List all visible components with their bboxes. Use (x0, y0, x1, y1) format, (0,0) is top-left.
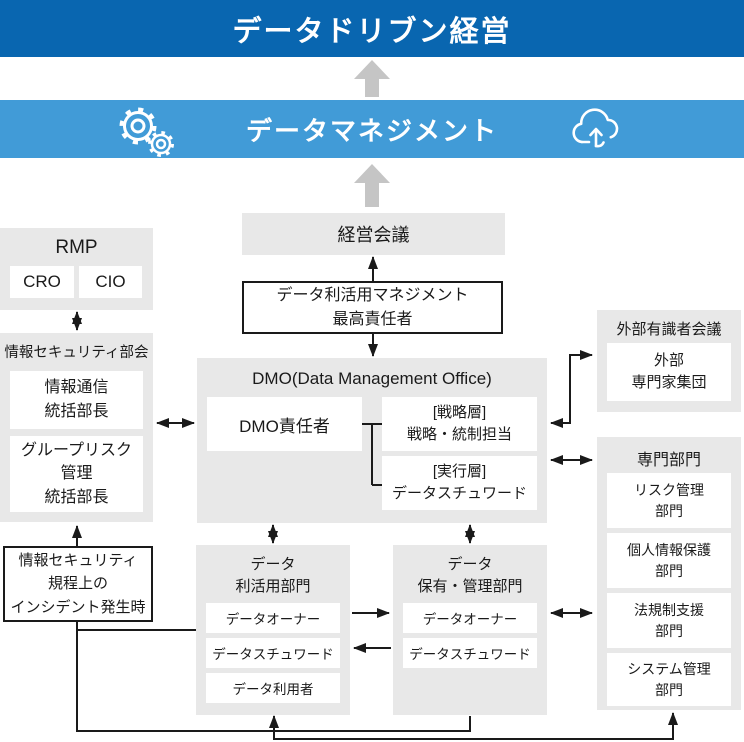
data-hold-steward-label: データスチュワード (409, 647, 531, 662)
data-use-owner-label: データオーナー (225, 612, 321, 627)
incident-line3: インシデント発生時 (10, 598, 146, 616)
info-comm-line2: 統括部長 (44, 403, 109, 420)
connector-dmo-external-council (550, 350, 593, 428)
banner-data-driven-management: データドリブン経営 (0, 0, 744, 57)
data-use-title-line1: データ (250, 556, 296, 573)
group-risk-line2: 管理 (60, 465, 93, 483)
risk-dept-box: リスク管理 部門 (607, 473, 731, 528)
connector-usedept-specialist-route (269, 712, 678, 740)
system-dept-line2: 部門 (655, 681, 683, 698)
cloud-upload-icon (572, 108, 619, 148)
data-hold-dept-title: データ 保有・管理部門 (393, 554, 547, 598)
data-use-steward-label: データスチュワード (212, 647, 334, 662)
cio-box: CIO (79, 266, 142, 298)
group-risk-line3: 統括部長 (44, 488, 109, 506)
data-hold-owner-box: データオーナー (403, 603, 537, 633)
chief-officer-line1: データ利活用マネジメント (276, 286, 469, 304)
flow-arrow-up-top (354, 60, 390, 97)
external-council-title: 外部有識者会議 (616, 321, 722, 338)
data-hold-title-line1: データ (447, 556, 493, 573)
dmo-strategy-line1: [戦略層] (432, 403, 487, 421)
data-hold-steward-box: データスチュワード (403, 638, 537, 668)
group-risk-line1: グループリスク (20, 442, 133, 460)
cro-box: CRO (10, 266, 74, 298)
exec-meeting-box: 経営会議 (242, 213, 505, 255)
dmo-execution-line1: [実行層] (432, 462, 487, 480)
data-user-label: データ利用者 (232, 682, 314, 697)
privacy-dept-line2: 部門 (655, 562, 683, 579)
flow-arrow-up-middle (354, 164, 390, 207)
gears-icon (119, 107, 174, 157)
risk-dept-line1: リスク管理 (634, 481, 704, 498)
exec-meeting-title: 経営会議 (337, 225, 410, 245)
legal-dept-box: 法規制支援 部門 (607, 593, 731, 648)
incident-line1: 情報セキュリティ (18, 552, 138, 570)
data-use-steward-box: データスチュワード (206, 638, 340, 668)
dmo-head-label: DMO責任者 (239, 416, 330, 436)
risk-dept-line2: 部門 (655, 502, 683, 519)
group-risk-director-box: グループリスク 管理 統括部長 (10, 436, 143, 512)
incident-line2: 規程上の (47, 575, 108, 593)
data-use-title-line2: 利活用部門 (235, 577, 311, 595)
chief-officer-box: データ利活用マネジメント 最高責任者 (242, 281, 503, 334)
dmo-execution-line2: データスチュワード (391, 485, 527, 502)
privacy-dept-box: 個人情報保護 部門 (607, 533, 731, 588)
data-use-dept-title: データ 利活用部門 (196, 554, 350, 598)
cro-label: CRO (23, 272, 61, 291)
info-comm-line1: 情報通信 (44, 379, 109, 396)
dmo-title: DMO(Data Management Office) (252, 369, 492, 388)
data-hold-owner-label: データオーナー (422, 612, 518, 627)
banner-top-label: データドリブン経営 (232, 15, 512, 48)
system-dept-line1: システム管理 (627, 660, 711, 677)
legal-dept-line2: 部門 (655, 622, 683, 639)
rmp-title: RMP (55, 237, 98, 258)
privacy-dept-line1: 個人情報保護 (627, 541, 711, 558)
dmo-strategy-line2: 戦略・統制担当 (406, 426, 512, 443)
data-use-owner-box: データオーナー (206, 603, 340, 633)
info-comm-director-box: 情報通信 統括部長 (10, 371, 143, 429)
dmo-strategy-box: [戦略層] 戦略・統制担当 (382, 397, 537, 451)
specialist-title: 専門部門 (636, 452, 701, 469)
legal-dept-line1: 法規制支援 (634, 601, 704, 618)
dmo-execution-box: [実行層] データスチュワード (382, 456, 537, 510)
external-experts-box: 外部 専門家集団 (607, 343, 731, 401)
banner-mid-label: データマネジメント (245, 115, 498, 146)
cio-label: CIO (95, 272, 126, 291)
external-experts-line1: 外部 (653, 351, 684, 369)
system-dept-box: システム管理 部門 (607, 653, 731, 706)
security-committee-title: 情報セキュリティ部会 (4, 345, 149, 361)
data-user-box: データ利用者 (206, 673, 340, 703)
incident-note-box: 情報セキュリティ 規程上の インシデント発生時 (3, 546, 153, 622)
chief-officer-line2: 最高責任者 (332, 310, 413, 328)
external-experts-line2: 専門家集団 (631, 374, 707, 391)
dmo-head-box: DMO責任者 (207, 397, 362, 451)
data-hold-title-line2: 保有・管理部門 (417, 577, 523, 595)
